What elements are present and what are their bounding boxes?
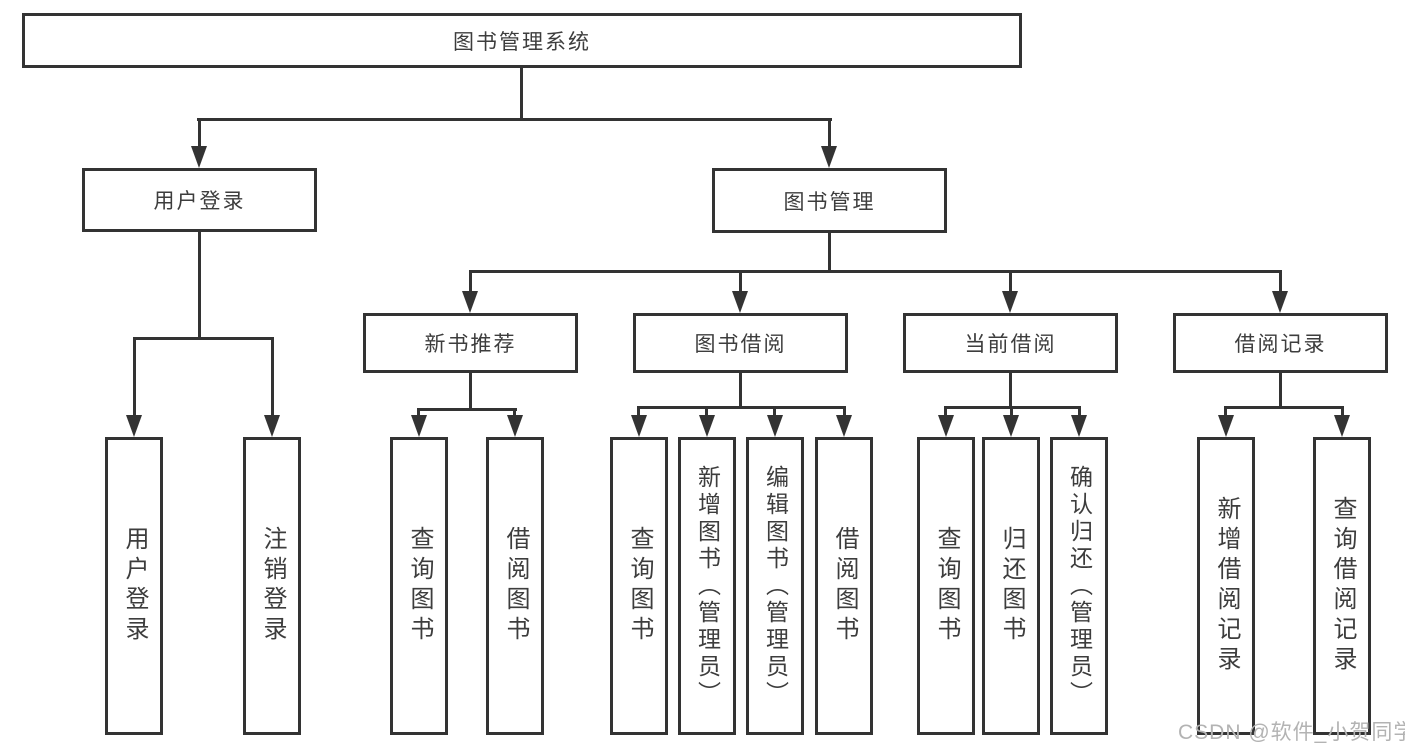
leaf-query-book-borrow: 查询图书 xyxy=(610,437,668,735)
leaf-edit-book-label: 编辑图书（管理员） xyxy=(762,464,789,708)
arrowhead-down-icon xyxy=(264,415,280,437)
connector-leaf-stem xyxy=(944,406,947,418)
node-current-borrow: 当前借阅 xyxy=(903,313,1118,373)
arrowhead-down-icon xyxy=(631,415,647,437)
node-new-book-recommend: 新书推荐 xyxy=(363,313,578,373)
leaf-add-book-admin: 新增图书（管理员） xyxy=(678,437,736,735)
arrowhead-down-icon xyxy=(1003,415,1019,437)
node-borrow-records-label: 借阅记录 xyxy=(1234,333,1327,356)
connector-level3-stem xyxy=(469,270,472,294)
leaf-borrow-book-recommend: 借阅图书 xyxy=(486,437,544,735)
arrowhead-down-icon xyxy=(507,415,523,437)
connector-leaf-stem xyxy=(1010,406,1013,418)
leaf-add-borrow-record: 新增借阅记录 xyxy=(1197,437,1255,735)
connector-book-mgmt-bar xyxy=(469,270,1282,273)
node-book-management-label: 图书管理 xyxy=(783,190,876,214)
connector-leaf-stem xyxy=(1341,406,1344,418)
connector-new-book-down xyxy=(469,373,472,411)
connector-user-login-down xyxy=(198,232,201,340)
connector-root-bar xyxy=(197,118,832,121)
leaf-query-borrow-record: 查询借阅记录 xyxy=(1313,437,1371,735)
leaf-query-book-label: 查询图书 xyxy=(933,526,960,646)
arrowhead-down-icon xyxy=(411,415,427,437)
connector-leaf-stem xyxy=(513,408,516,418)
arrowhead-down-icon xyxy=(821,146,837,168)
leaf-query-book-current: 查询图书 xyxy=(917,437,975,735)
leaf-add-book-label: 新增图书（管理员） xyxy=(694,464,721,708)
leaf-user-login: 用户登录 xyxy=(105,437,163,735)
node-root-system: 图书管理系统 xyxy=(22,13,1022,68)
connector-borrow-records-down xyxy=(1279,373,1282,409)
arrowhead-down-icon xyxy=(1071,415,1087,437)
connector-leaf-stem xyxy=(705,406,708,418)
leaf-confirm-return-label: 确认归还（管理员） xyxy=(1066,464,1093,708)
connector-leaf-stem xyxy=(133,337,136,417)
leaf-confirm-return-admin: 确认归还（管理员） xyxy=(1050,437,1108,735)
arrowhead-down-icon xyxy=(732,291,748,313)
arrowhead-down-icon xyxy=(462,291,478,313)
arrowhead-down-icon xyxy=(836,415,852,437)
leaf-query-book-recommend: 查询图书 xyxy=(390,437,448,735)
leaf-add-borrow-record-label: 新增借阅记录 xyxy=(1213,496,1240,676)
connector-user-login-bar xyxy=(133,337,274,340)
leaf-query-book-label: 查询图书 xyxy=(626,526,653,646)
connector-root-stem xyxy=(520,66,523,121)
leaf-logout: 注销登录 xyxy=(243,437,301,735)
arrowhead-down-icon xyxy=(1334,415,1350,437)
leaf-return-book-label: 归还图书 xyxy=(998,526,1025,646)
leaf-borrow-book-label: 借阅图书 xyxy=(831,526,858,646)
connector-borrow-records-bar xyxy=(1224,406,1344,409)
connector-book-borrow-down xyxy=(739,373,742,409)
leaf-user-login-label: 用户登录 xyxy=(121,526,148,646)
node-book-borrow: 图书借阅 xyxy=(633,313,848,373)
connector-level3-stem xyxy=(739,270,742,294)
arrowhead-down-icon xyxy=(767,415,783,437)
connector-new-book-bar xyxy=(417,408,517,411)
node-book-management: 图书管理 xyxy=(712,168,947,233)
node-book-borrow-label: 图书借阅 xyxy=(694,333,787,356)
leaf-query-borrow-record-label: 查询借阅记录 xyxy=(1329,496,1356,676)
connector-book-mgmt-down xyxy=(828,233,831,273)
node-borrow-records: 借阅记录 xyxy=(1173,313,1388,373)
connector-current-borrow-down xyxy=(1009,373,1012,409)
arrowhead-down-icon xyxy=(1272,291,1288,313)
leaf-query-book-label: 查询图书 xyxy=(406,526,433,646)
leaf-borrow-book-label: 借阅图书 xyxy=(502,526,529,646)
node-user-login-label: 用户登录 xyxy=(153,190,246,213)
connector-leaf-stem xyxy=(843,406,846,418)
leaf-edit-book-admin: 编辑图书（管理员） xyxy=(746,437,804,735)
connector-leaf-stem xyxy=(271,337,274,417)
arrowhead-down-icon xyxy=(191,146,207,168)
node-new-book-recommend-label: 新书推荐 xyxy=(424,333,517,356)
connector-leaf-stem xyxy=(417,408,420,418)
arrowhead-down-icon xyxy=(699,415,715,437)
node-root-label: 图书管理系统 xyxy=(453,30,591,54)
connector-book-borrow-bar xyxy=(637,406,846,409)
node-user-login: 用户登录 xyxy=(82,168,317,232)
connector-leaf-stem xyxy=(1224,406,1227,418)
leaf-borrow-book: 借阅图书 xyxy=(815,437,873,735)
arrowhead-down-icon xyxy=(126,415,142,437)
connector-leaf-stem xyxy=(1078,406,1081,418)
connector-leaf-stem xyxy=(637,406,640,418)
connector-user-login-stem xyxy=(198,118,201,150)
csdn-watermark: CSDN @软件_小贺同学 xyxy=(1178,721,1405,744)
arrowhead-down-icon xyxy=(1002,291,1018,313)
arrowhead-down-icon xyxy=(938,415,954,437)
connector-leaf-stem xyxy=(773,406,776,418)
connector-level3-stem xyxy=(1279,270,1282,294)
connector-book-mgmt-stem xyxy=(828,118,831,150)
leaf-logout-label: 注销登录 xyxy=(259,526,286,646)
leaf-return-book: 归还图书 xyxy=(982,437,1040,735)
arrowhead-down-icon xyxy=(1218,415,1234,437)
connector-level3-stem xyxy=(1009,270,1012,294)
node-current-borrow-label: 当前借阅 xyxy=(964,333,1057,356)
